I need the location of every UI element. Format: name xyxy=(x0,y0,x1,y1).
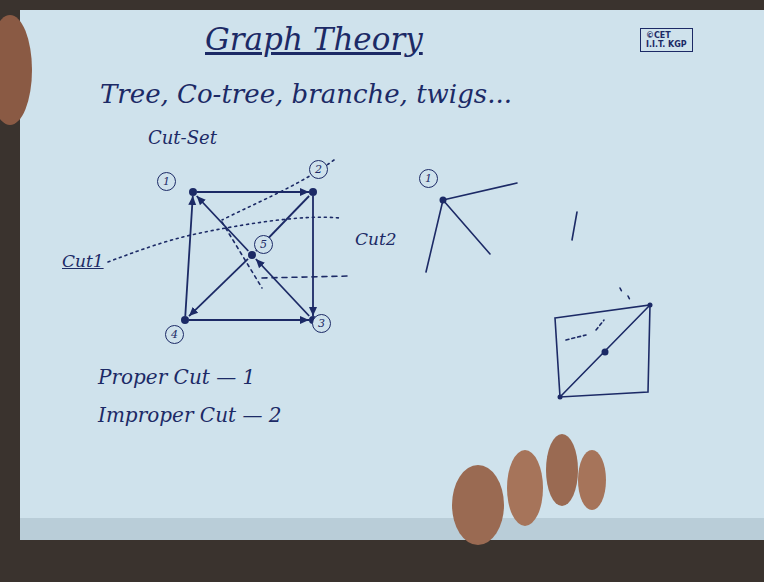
logo-text: I.I.T. KGP xyxy=(646,40,687,49)
graph-vertex xyxy=(648,303,653,308)
stroke-mark xyxy=(572,212,577,240)
graph-branch xyxy=(197,196,249,251)
logo-box: ©CETI.I.T. KGP xyxy=(640,28,693,52)
graph-vertex: 2 xyxy=(309,188,317,196)
cut-label: Cut2 xyxy=(355,230,397,250)
graph-branch xyxy=(312,196,314,316)
graph-vertex: 5 xyxy=(248,251,256,259)
paper-edge xyxy=(20,518,764,540)
title-text: Graph Theory xyxy=(205,22,423,58)
vertex-number: 5 xyxy=(254,235,273,254)
cut-line xyxy=(222,160,334,220)
paper-sheet xyxy=(20,10,764,522)
note-text: Improper Cut — 2 xyxy=(98,404,282,427)
vertex-number: 1 xyxy=(157,172,176,191)
hand-shape xyxy=(0,15,32,125)
vertex-number: 2 xyxy=(309,160,328,179)
hand-shape xyxy=(546,434,578,506)
logo-text: ©CET xyxy=(646,31,687,40)
hand-shape xyxy=(578,450,606,510)
subtitle-text: Tree, Co-tree, branche, twigs... xyxy=(100,80,512,110)
graph-vertex: 3 xyxy=(309,316,317,324)
graph-vertex: 4 xyxy=(181,316,189,324)
graph-branch xyxy=(189,319,309,321)
hand-shape xyxy=(452,465,504,545)
hand-shape xyxy=(507,450,543,526)
note-text: Proper Cut — 1 xyxy=(98,366,255,389)
graph-branch xyxy=(256,259,309,316)
graph-vertex xyxy=(440,197,447,204)
star-graph xyxy=(426,183,517,272)
vertex-number: 1 xyxy=(419,169,438,188)
graph-vertex xyxy=(558,395,563,400)
cut-label: Cut1 xyxy=(62,252,104,272)
graph-branch xyxy=(197,191,309,193)
cut-line xyxy=(566,288,630,340)
square-graph xyxy=(555,305,650,397)
graph-vertex xyxy=(602,349,609,356)
vertex-number: 3 xyxy=(312,314,331,333)
graph-branch xyxy=(185,196,193,316)
graph-branch xyxy=(189,259,248,316)
graph-vertex: 1 xyxy=(189,188,197,196)
cut-line xyxy=(262,276,350,278)
square-diagonal xyxy=(560,305,650,397)
note-text: Cut-Set xyxy=(148,128,217,149)
vertex-number: 4 xyxy=(165,325,184,344)
